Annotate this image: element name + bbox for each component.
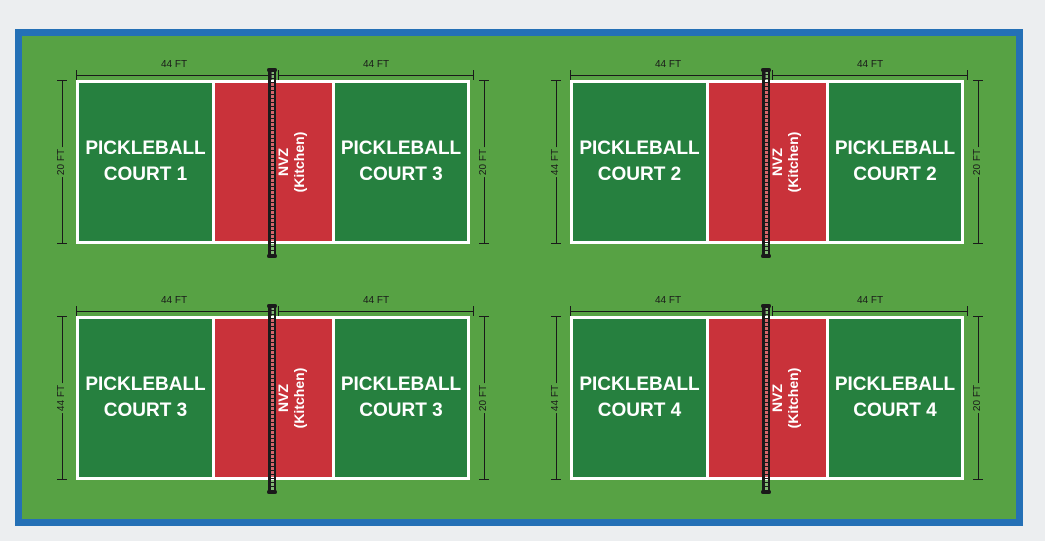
dimension-right: 20 FT: [478, 80, 489, 244]
dimension-text: 44 FT: [856, 295, 884, 306]
court-left-half: PICKLEBALL COURT 3: [79, 319, 212, 477]
dimension-text: 20 FT: [56, 146, 67, 178]
dimension-text: 44 FT: [654, 295, 682, 306]
court-right-half: PICKLEBALL COURT 4: [829, 319, 961, 477]
dimension-top-left: 44 FT: [76, 60, 272, 80]
net-post-bottom: [761, 254, 771, 258]
dimension-text: 44 FT: [160, 59, 188, 70]
dimension-right: 20 FT: [972, 316, 983, 480]
net-post-bottom: [267, 254, 277, 258]
net-post-top: [761, 68, 771, 72]
dimension-text: 44 FT: [654, 59, 682, 70]
court-right-half: PICKLEBALL COURT 3: [335, 83, 467, 241]
dimension-text: 44 FT: [550, 146, 561, 178]
dimension-left: 44 FT: [550, 80, 561, 244]
dimension-text: 44 FT: [362, 295, 390, 306]
kitchen-label: NVZ (Kitchen): [769, 131, 801, 193]
dimension-top-left: 44 FT: [76, 296, 272, 316]
net: [761, 68, 771, 258]
court-block-3: PICKLEBALL COURT 3 NVZ (Kitchen) PICKLEB…: [76, 304, 470, 494]
dimension-top-right: 44 FT: [278, 60, 474, 80]
court-label-left: PICKLEBALL COURT 3: [85, 374, 206, 421]
dimension-text: 20 FT: [478, 146, 489, 178]
kitchen-label: NVZ (Kitchen): [769, 367, 801, 429]
court-label-left: PICKLEBALL COURT 2: [579, 138, 700, 185]
dimension-left: 44 FT: [550, 316, 561, 480]
dimension-top-left: 44 FT: [570, 60, 766, 80]
court-label-right: PICKLEBALL COURT 3: [340, 138, 462, 185]
net-post-bottom: [761, 490, 771, 494]
kitchen-label: NVZ (Kitchen): [275, 367, 307, 429]
court-label-left: PICKLEBALL COURT 4: [579, 374, 700, 421]
net: [267, 68, 277, 258]
court-left-half: PICKLEBALL COURT 4: [573, 319, 706, 477]
kitchen-label: NVZ (Kitchen): [275, 131, 307, 193]
dimension-top-left: 44 FT: [570, 296, 766, 316]
net: [267, 304, 277, 494]
dimension-text: 20 FT: [972, 146, 983, 178]
net-post-top: [267, 304, 277, 308]
court-block-4: PICKLEBALL COURT 4 NVZ (Kitchen) PICKLEB…: [570, 304, 964, 494]
dimension-left: 44 FT: [56, 316, 67, 480]
dimension-text: 20 FT: [972, 382, 983, 414]
court-block-1: PICKLEBALL COURT 1 NVZ (Kitchen) PICKLEB…: [76, 68, 470, 258]
court-label-left: PICKLEBALL COURT 1: [85, 138, 206, 185]
dimension-top-right: 44 FT: [772, 60, 968, 80]
net-post-bottom: [267, 490, 277, 494]
court-label-right: PICKLEBALL COURT 4: [834, 374, 956, 421]
dimension-top-right: 44 FT: [278, 296, 474, 316]
dimension-right: 20 FT: [478, 316, 489, 480]
net-post-top: [267, 68, 277, 72]
court-label-right: PICKLEBALL COURT 2: [834, 138, 956, 185]
dimension-left: 20 FT: [56, 80, 67, 244]
court-left-half: PICKLEBALL COURT 2: [573, 83, 706, 241]
dimension-text: 20 FT: [478, 382, 489, 414]
court-label-right: PICKLEBALL COURT 3: [340, 374, 462, 421]
dimension-right: 20 FT: [972, 80, 983, 244]
dimension-top-right: 44 FT: [772, 296, 968, 316]
court-layout-frame: 44 FT 44 FT 20 FT 20 FT PICKLEBALL COURT…: [15, 29, 1023, 526]
dimension-text: 44 FT: [56, 382, 67, 414]
dimension-text: 44 FT: [856, 59, 884, 70]
court-right-half: PICKLEBALL COURT 2: [829, 83, 961, 241]
dimension-text: 44 FT: [160, 295, 188, 306]
net-post-top: [761, 304, 771, 308]
court-left-half: PICKLEBALL COURT 1: [79, 83, 212, 241]
court-block-2: PICKLEBALL COURT 2 NVZ (Kitchen) PICKLEB…: [570, 68, 964, 258]
court-right-half: PICKLEBALL COURT 3: [335, 319, 467, 477]
net: [761, 304, 771, 494]
dimension-text: 44 FT: [550, 382, 561, 414]
dimension-text: 44 FT: [362, 59, 390, 70]
